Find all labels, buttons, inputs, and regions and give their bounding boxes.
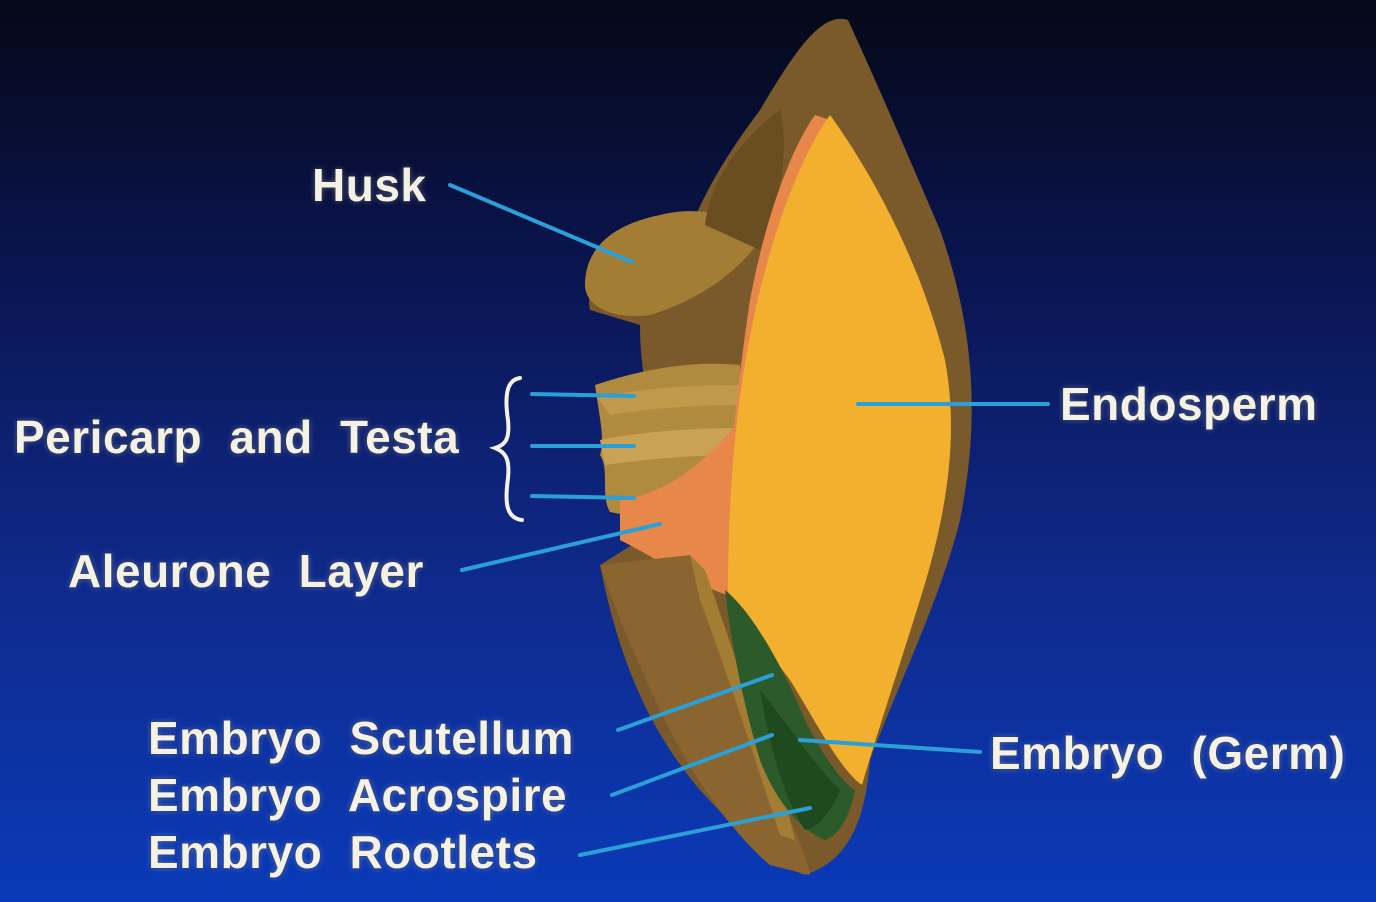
label-embryo-rootlets: Embryo Rootlets	[148, 829, 538, 875]
label-embryo-scutellum: Embryo Scutellum	[148, 715, 574, 761]
husk-leader	[450, 185, 632, 262]
pericarp-leader-3	[532, 496, 634, 498]
label-endosperm: Endosperm	[1060, 381, 1318, 427]
label-embryo-acrospire: Embryo Acrospire	[148, 772, 567, 818]
pericarp-leader-1	[532, 394, 634, 396]
label-embryo-germ: Embryo (Germ)	[990, 730, 1345, 776]
label-aleurone-layer: Aleurone Layer	[68, 548, 424, 594]
pericarp-brace	[495, 378, 522, 520]
label-pericarp-testa: Pericarp and Testa	[14, 414, 459, 460]
label-husk: Husk	[312, 162, 426, 208]
